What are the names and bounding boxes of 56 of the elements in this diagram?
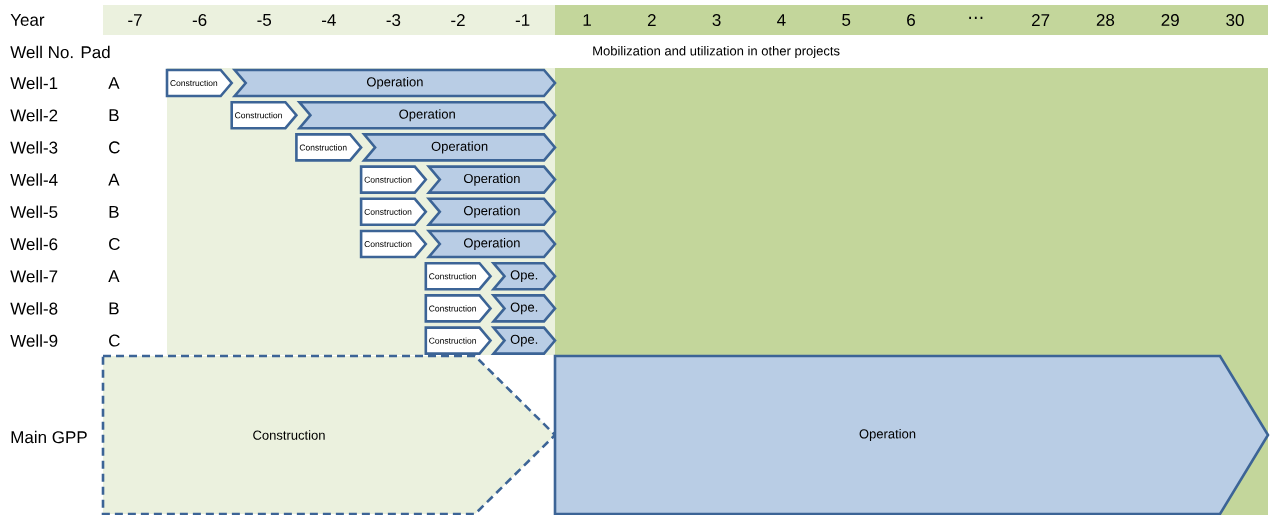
pad-label: A bbox=[108, 270, 120, 283]
construction-bar: Construction bbox=[424, 261, 493, 291]
year-label: 29 bbox=[1161, 13, 1179, 26]
pad-label: B bbox=[109, 302, 119, 315]
year-label: ⋯ bbox=[969, 16, 983, 19]
pad-label: C bbox=[109, 141, 120, 154]
pad-label: A bbox=[108, 173, 120, 186]
pad-label: B bbox=[109, 205, 119, 218]
column-header: Well No. Pad bbox=[10, 45, 110, 59]
well-label: Well-8 bbox=[10, 302, 58, 315]
well-label: Well-3 bbox=[10, 141, 58, 154]
year-label: -7 bbox=[128, 14, 142, 26]
year-label: -3 bbox=[386, 13, 401, 26]
year-label: 2 bbox=[647, 14, 656, 26]
operation-bar: Operation bbox=[296, 100, 557, 130]
construction-bar: Construction bbox=[359, 165, 428, 194]
year-label: -4 bbox=[322, 14, 336, 26]
year-label: 27 bbox=[1032, 14, 1050, 26]
year-label: 5 bbox=[842, 14, 851, 26]
year-label: 28 bbox=[1096, 13, 1115, 26]
pad-label: C bbox=[109, 237, 120, 250]
construction-bar: Construction bbox=[359, 229, 428, 259]
operation-bar: Operation bbox=[361, 133, 557, 162]
operation-bar: Operation bbox=[231, 68, 557, 98]
well-label: Well-2 bbox=[10, 108, 58, 122]
well-label: Well-6 bbox=[10, 237, 58, 251]
year-label: -1 bbox=[515, 14, 530, 26]
construction-bar: Construction bbox=[424, 294, 493, 323]
well-label: Well-7 bbox=[10, 269, 58, 283]
operation-bar: Operation bbox=[553, 354, 1270, 515]
note-text: Mobilization and utilization in other projects bbox=[593, 45, 840, 59]
row-label: Main GPP bbox=[11, 430, 87, 444]
well-label: Well-9 bbox=[10, 334, 58, 347]
well-label: Well-1 bbox=[10, 76, 58, 90]
operation-bar: Operation bbox=[426, 229, 557, 259]
year-label: 1 bbox=[583, 14, 591, 26]
year-label: 6 bbox=[907, 13, 915, 26]
year-label: 3 bbox=[712, 13, 721, 26]
well-label: Well-5 bbox=[10, 205, 58, 219]
construction-bar: Construction bbox=[359, 197, 428, 227]
pad-label: B bbox=[109, 109, 119, 122]
axis-title: Year bbox=[10, 14, 45, 26]
year-label: -6 bbox=[192, 13, 207, 26]
year-label: 4 bbox=[777, 14, 786, 26]
year-label: -2 bbox=[451, 14, 465, 26]
pad-label: A bbox=[108, 77, 120, 89]
well-label: Well-4 bbox=[10, 173, 58, 186]
construction-bar: Construction bbox=[424, 326, 493, 355]
year-label: -5 bbox=[257, 14, 272, 26]
construction-bar: Construction bbox=[165, 68, 234, 98]
operation-bar: Operation bbox=[426, 197, 557, 227]
operation-bar: Operation bbox=[426, 165, 557, 194]
construction-bar: Construction bbox=[230, 100, 299, 130]
construction-bar: Construction bbox=[295, 133, 363, 162]
construction-bar: Construction bbox=[101, 354, 557, 515]
year-label: 30 bbox=[1226, 13, 1244, 26]
